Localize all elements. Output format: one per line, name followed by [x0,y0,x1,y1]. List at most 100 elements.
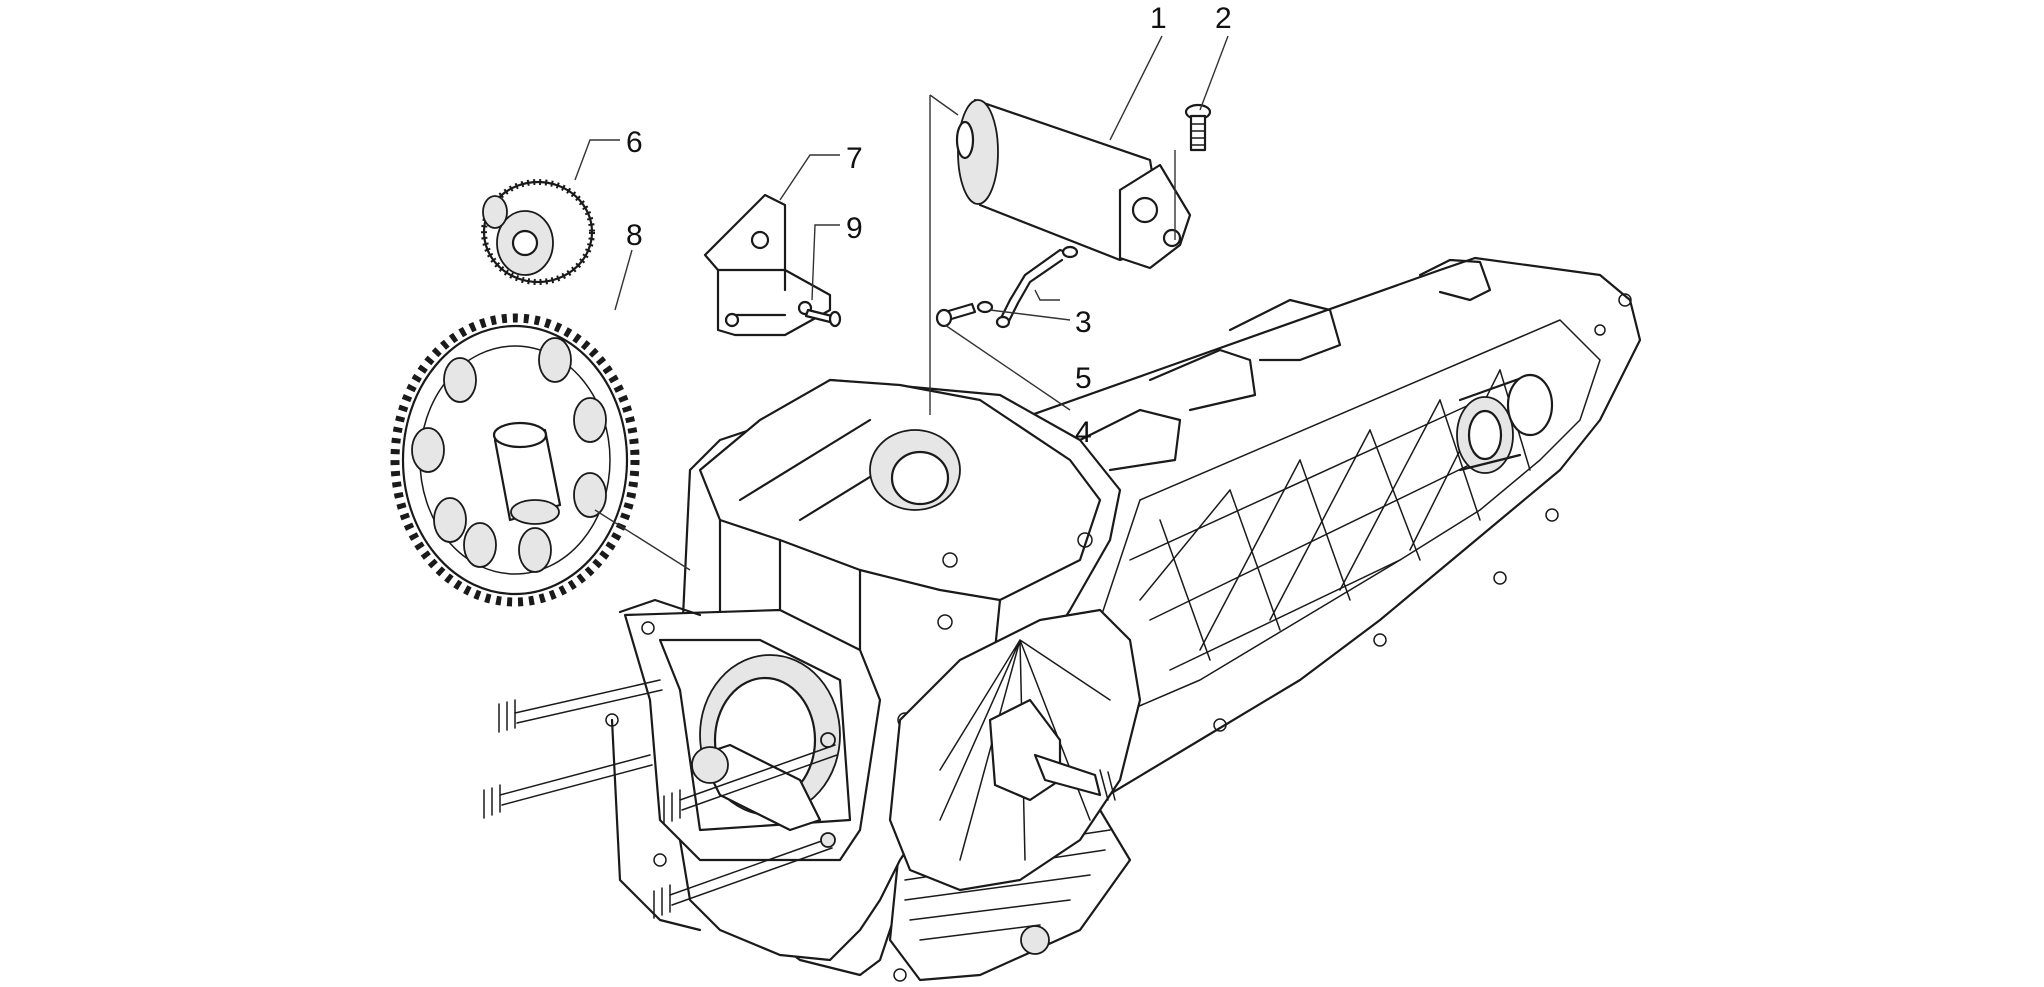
gear-teeth [481,179,595,285]
sprocket-lightening-hole [443,357,477,403]
leader-5 [989,309,1071,321]
part-9-small-screw [804,308,842,328]
part-4-5-screw-washer [935,300,994,328]
cylinder-stud-3 [679,744,838,811]
engine-block [483,378,1122,982]
stud-thread-2 [483,784,501,819]
lattice-diagonals-b [1139,369,1501,651]
bracket-hole-2 [724,312,740,328]
sprocket-lightening-hole [411,427,445,473]
cylinder-stud-2 [499,754,653,806]
rear-bearing-hole [1467,409,1503,461]
callout-7: 7 [846,142,863,175]
leader-9 [811,224,840,301]
bracket-hole-bottom [995,315,1011,329]
callout-4: 4 [1075,416,1092,449]
stud-end [820,732,836,748]
flange-bolt-hole [1618,293,1632,307]
lattice-line-3 [1169,559,1401,671]
bracket-hole-1 [750,230,770,250]
callout-5: 5 [1075,362,1092,395]
starter-mount-boss [1131,196,1159,224]
part-4-screw-head [935,308,953,328]
callout-numbers: 1 2 3 4 5 6 7 8 9 [626,2,1232,449]
starter-motor-shaft [955,120,975,160]
sprocket-lightening-hole [518,527,552,573]
drain-plug [1020,925,1050,955]
lattice-diagonals-a [1159,369,1531,661]
callout-9: 9 [846,212,863,245]
rear-bearing-boss-outer [1506,373,1554,437]
sprocket-lightening-hole [433,497,467,543]
leader-2 [1199,35,1229,111]
connecting-rod [698,743,822,832]
lattice-line-2 [1149,449,1501,621]
flange-bolt-hole [1545,508,1559,522]
sprocket-hub-top [492,421,548,449]
leader-3 [1034,289,1060,301]
leader-starter [929,94,959,116]
stud-thread-4 [653,884,671,919]
sprocket-hub-bottom [510,499,560,525]
part-3-cable-bracket [995,245,1079,329]
leader-lines [574,35,1229,571]
leader-8b [594,509,691,571]
con-rod-small-end [691,746,729,784]
block-bolt-hole [937,614,953,630]
housing-top-rib-2 [1148,348,1257,412]
block-bolt-hole [1077,532,1093,548]
crank-shaft-end [1033,753,1102,797]
sprocket-lightening-hole [538,337,572,383]
cylinder-stud-4 [669,837,833,906]
flange-bolt-hole [1213,718,1227,732]
gear-small-pinion [482,195,508,229]
leader-1 [1109,35,1163,141]
sprocket-lightening-hole [463,522,497,568]
block-bolt-hole [942,552,958,568]
housing-rear-boss [1418,258,1492,302]
leader-7 [779,154,840,201]
stud-end [820,832,836,848]
part-8-sprocket [390,313,640,607]
leader-8 [614,249,633,311]
cylinder-box-edges [718,518,1002,702]
bracket-strip [998,248,1077,322]
gear-bore [511,229,539,257]
cylinder-stud-1 [514,679,663,724]
cylinder-mouth [658,638,852,832]
bracket-plate-body [703,193,832,337]
crank-thread [1099,769,1116,801]
part-7-bracket-plate [703,193,832,337]
sprocket-lightening-hole [573,472,607,518]
flange-bolt-hole [893,968,907,982]
leader-4 [944,324,1071,411]
flange-bolt-hole [641,621,655,635]
flange-bolt-hole [1594,324,1606,336]
part-1-starter-motor [955,98,1192,270]
stud-thread-3 [663,789,681,825]
part-5-washer [976,300,994,314]
callout-1: 1 [1150,2,1167,35]
part-2-screw [1184,103,1212,152]
stud-thread-1 [498,699,516,733]
housing-top-rib-3 [1078,408,1182,472]
flange-rim [610,598,702,932]
leader-6 [574,139,620,181]
callout-6: 6 [626,126,643,159]
flange-bolt-hole [1373,633,1387,647]
sprocket-lightening-hole [573,397,607,443]
flange-bolt-hole [653,853,667,867]
bracket-plate-folds [716,268,787,317]
bracket-hole-top [1061,245,1079,259]
callout-8: 8 [626,219,643,252]
part-6-idler-gear [481,179,595,285]
screw-thread [1190,123,1206,146]
crank-side-cover [888,608,1142,892]
crankshaft-bore-inner [890,450,950,506]
lattice-line-1 [1129,399,1481,561]
callout-3: 3 [1075,306,1092,339]
starter-mount-hole [1162,228,1182,248]
flange-bolt-hole [1493,571,1507,585]
